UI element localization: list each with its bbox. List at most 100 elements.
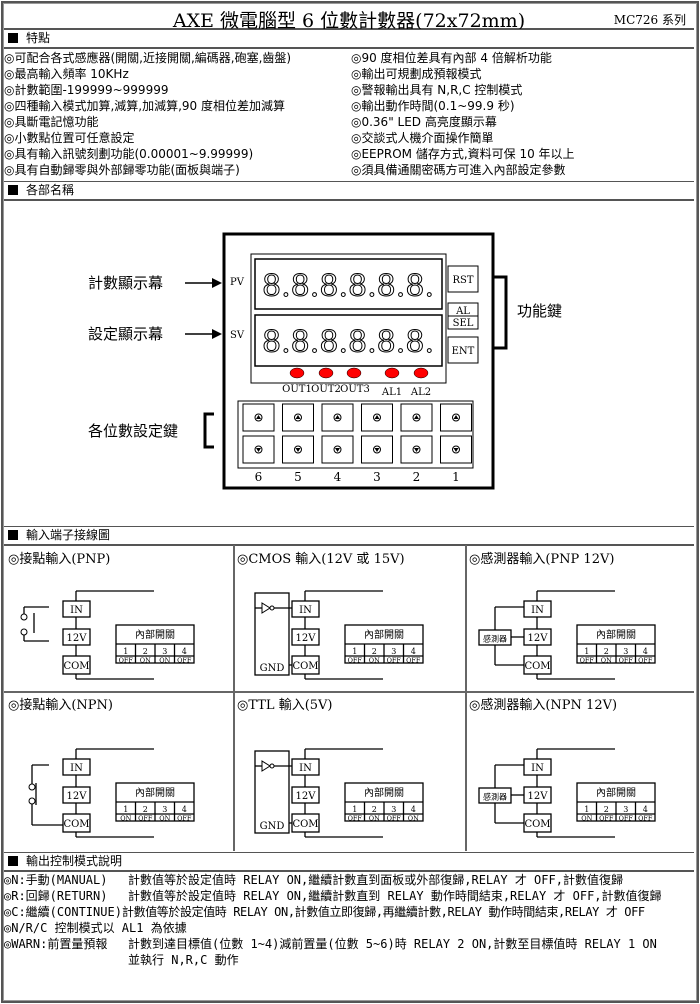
switch-number: 3 [162, 805, 167, 814]
square-bullet-icon [8, 530, 18, 540]
switch-state: ON [581, 815, 592, 823]
switch-state: ON [159, 815, 170, 823]
led-indicator [384, 367, 400, 379]
switch-state: OFF [177, 657, 192, 665]
mode-label: ◎N/R/C 控制模式以 AL1 為依據 [4, 921, 187, 935]
switch-number: 2 [604, 805, 609, 814]
ent-button[interactable]: ENT [447, 336, 479, 364]
switch-state: OFF [580, 657, 595, 665]
arrow-down-icon [294, 445, 302, 454]
digit-up-button[interactable] [321, 403, 354, 432]
dip-switch-title: 內部開關 [135, 786, 175, 799]
arrow-up-icon [373, 413, 381, 422]
digit-down-button[interactable] [282, 435, 314, 464]
digit-up-button[interactable] [440, 403, 472, 432]
mode-label: ◎R:回歸(RETURN) [4, 889, 108, 903]
features-right-list: ◎90 度相位差具有內部 4 倍解析功能◎輸出可規劃成預報模式◎警報輸出具有 N… [351, 50, 575, 178]
led-label: OUT3 [340, 384, 370, 395]
switch-state: OFF [406, 657, 421, 665]
led-label: AL1 [381, 387, 402, 398]
arrow-down-icon [412, 445, 421, 454]
12v-terminal [291, 786, 320, 804]
arrow-down-icon [254, 445, 263, 454]
led-label: OUT1 [282, 384, 312, 395]
dip-switch-title: 內部開關 [364, 628, 404, 641]
gnd-block-label: GND [260, 663, 285, 674]
switch-state: OFF [387, 815, 402, 823]
modes-list: ◎N:手動(MANUAL)計數值等於設定值時 RELAY ON,繼續計數直到面板… [4, 872, 694, 992]
switch-state: OFF [638, 815, 653, 823]
in-terminal [523, 758, 552, 776]
feature-item: ◎四種輸入模式加算,減算,加減算,90 度相位差加減算 [4, 99, 285, 113]
switch-number: 3 [623, 805, 628, 814]
digit-position-number: 2 [413, 470, 421, 484]
12v-terminal-label: 12V [528, 791, 549, 802]
feature-item: ◎90 度相位差具有內部 4 倍解析功能 [351, 51, 552, 65]
switch-number: 1 [352, 647, 357, 656]
dip-switch-title: 內部開關 [596, 786, 636, 799]
section-title: 輸出控制模式說明 [26, 854, 123, 868]
feature-item: ◎警報輸出具有 N,R,C 控制模式 [351, 83, 523, 97]
switch-number: 4 [182, 647, 187, 656]
mode-description: 計數值等於設定值時 RELAY ON,計數值立即復歸,再繼續計數,RELAY 動… [122, 905, 645, 919]
feature-item: ◎EEPROM 儲存方式,資料可保 10 年以上 [351, 147, 575, 161]
feature-item: ◎小數點位置可任意設定 [4, 131, 135, 145]
digit-down-button[interactable] [400, 435, 433, 464]
feature-item: ◎具有自動歸零與外部歸零功能(面板與端子) [4, 163, 240, 177]
switch-state: ON [369, 657, 380, 665]
switch-number: 1 [584, 647, 589, 656]
in-terminal-label: IN [299, 605, 312, 616]
switch-number: 4 [643, 805, 648, 814]
arrow-right-icon [212, 278, 222, 288]
switch-state: ON [601, 657, 612, 665]
in-terminal [291, 600, 320, 618]
switch-number: 2 [143, 805, 148, 814]
digit-down-button[interactable] [440, 435, 472, 464]
switch-state: ON [159, 657, 170, 665]
parts-header: 各部名稱 [4, 181, 694, 201]
switch-state: OFF [138, 815, 153, 823]
switch-number: 3 [623, 647, 628, 656]
digit-up-button[interactable] [361, 403, 393, 432]
com-terminal-label: COM [63, 661, 89, 672]
in-terminal [291, 758, 320, 776]
digit-up-button[interactable] [400, 403, 433, 432]
switch-number: 4 [411, 805, 416, 814]
switch-state: OFF [119, 657, 134, 665]
arrow-down-icon [452, 445, 460, 454]
in-terminal [62, 600, 91, 618]
12v-terminal [62, 628, 91, 646]
digit-position-number: 5 [294, 470, 302, 484]
12v-terminal-label: 12V [67, 791, 88, 802]
rst-button[interactable]: RST [447, 265, 479, 293]
feature-item: ◎具斷電記憶功能 [4, 115, 99, 129]
dip-switch-title: 內部開關 [596, 628, 636, 641]
com-terminal [62, 655, 91, 675]
rst-label: RST [452, 275, 473, 286]
digit-position-number: 6 [255, 470, 263, 484]
switch-state: ON [140, 657, 151, 665]
digit-up-button[interactable] [242, 403, 275, 432]
digit-down-button[interactable] [242, 435, 275, 464]
arrow-down-icon [333, 445, 342, 454]
digit-down-button[interactable] [361, 435, 393, 464]
wiring-panel-title: ◎CMOS 輸入(12V 或 15V) [237, 552, 405, 567]
sensor-block-label: 感測器 [483, 792, 507, 802]
switch-state: OFF [638, 657, 653, 665]
square-bullet-icon [8, 33, 18, 43]
switch-number: 4 [182, 805, 187, 814]
digit-up-button[interactable] [282, 403, 314, 432]
switch-state: ON [369, 815, 380, 823]
switch-number: 2 [372, 647, 377, 656]
com-terminal-label: COM [292, 661, 318, 672]
arrow-up-icon [333, 413, 342, 422]
digit-down-button[interactable] [321, 435, 354, 464]
switch-number: 1 [123, 805, 128, 814]
arrow-up-icon [452, 413, 460, 422]
sv-digits: 8.8.8.8.8.8. [262, 325, 434, 360]
12v-terminal-label: 12V [296, 633, 317, 644]
